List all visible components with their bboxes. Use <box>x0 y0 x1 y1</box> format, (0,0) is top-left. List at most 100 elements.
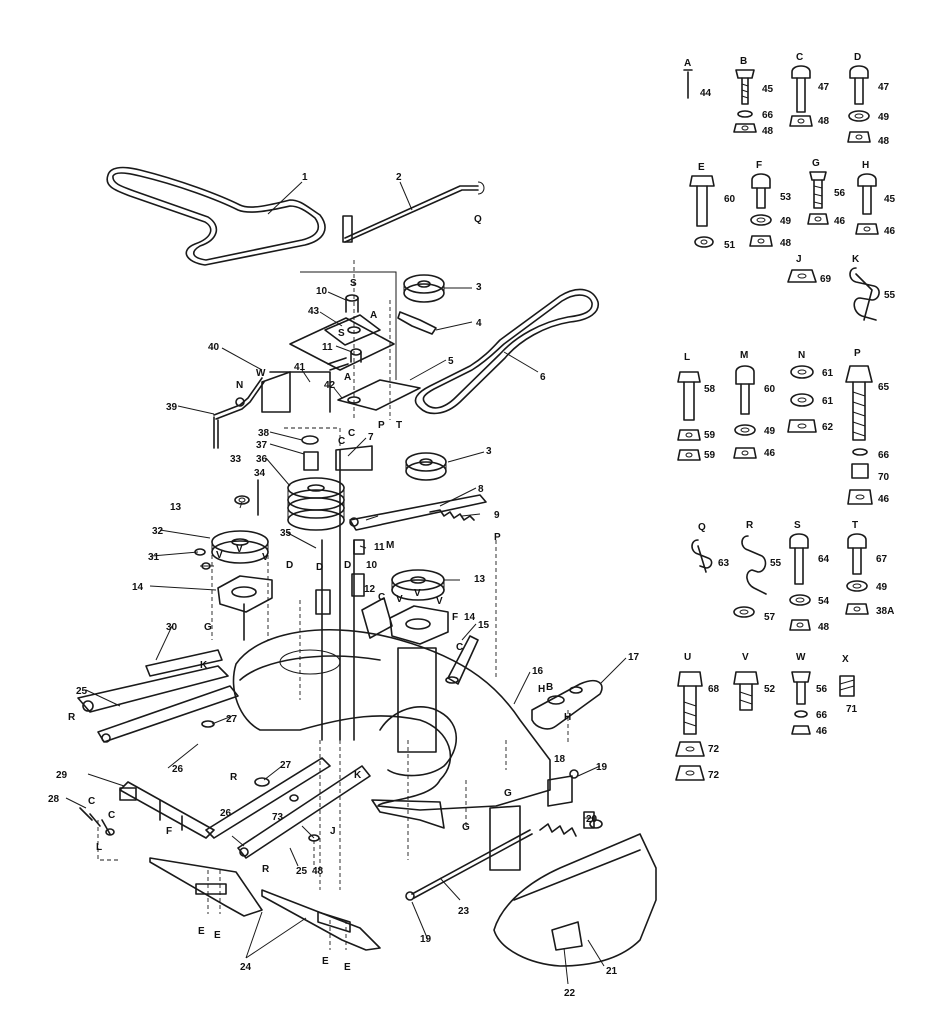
ref-letter-c-2: C <box>348 428 355 439</box>
legend-K-part-55: 55 <box>884 290 896 301</box>
deck-belt-part-6 <box>414 288 599 415</box>
legend-P-part-46: 46 <box>878 494 890 505</box>
spindle-housing-part-14-left <box>217 575 273 641</box>
callout-3-lower: 3 <box>486 446 492 457</box>
double-pulley-part-36 <box>287 477 345 531</box>
ref-letter-l: L <box>96 842 102 853</box>
callout-19-lower: 19 <box>420 934 432 945</box>
legend-N-part-61-a: 61 <box>822 368 834 379</box>
ref-letter-r-2: R <box>230 772 238 783</box>
ref-letter-r-1: R <box>68 712 76 723</box>
legend-D-letter: D <box>854 52 861 63</box>
callout-36: 36 <box>256 454 268 465</box>
ref-letter-p-upper: P <box>378 420 385 431</box>
legend-V-part-52: 52 <box>764 684 776 695</box>
bracket-parts-12-15 <box>361 597 479 685</box>
legend-Q-part-63: 63 <box>718 558 730 569</box>
legend-M-part-49: 49 <box>764 426 776 437</box>
legend-C-letter: C <box>796 52 803 63</box>
ref-letter-v-5: V <box>414 588 421 599</box>
ref-letter-a-lower: A <box>344 372 351 383</box>
ref-letter-c-5: C <box>88 796 95 807</box>
legend-L-letter: L <box>684 352 690 363</box>
legend-A-letter: A <box>684 58 691 69</box>
legend-R-part-57: 57 <box>764 612 776 623</box>
ref-letter-v-4: V <box>396 594 403 605</box>
belt-cover-part-17 <box>531 679 603 730</box>
callout-41: 41 <box>294 362 306 373</box>
legend-L-part-58: 58 <box>704 384 716 395</box>
legend-U-part-72-b: 72 <box>708 770 720 781</box>
hardware-reference-letters: Q S A N W P T C C D D D V V V V V V G K … <box>68 214 571 973</box>
ref-letter-m: M <box>386 540 394 551</box>
ref-letter-c-3: C <box>378 592 385 603</box>
ref-letter-h-2: H <box>564 712 571 723</box>
callout-5: 5 <box>448 356 454 367</box>
legend-E-letter: E <box>698 162 705 173</box>
callout-26-lower: 26 <box>220 808 232 819</box>
legend-D-part-49: 49 <box>878 112 890 123</box>
lever-parts-39-40-41 <box>213 377 265 449</box>
callout-8: 8 <box>478 484 484 495</box>
legend-X-letter: X <box>842 654 849 665</box>
legend-L-part-59-a: 59 <box>704 430 716 441</box>
legend-S-part-54: 54 <box>818 596 830 607</box>
legend-E-part-51: 51 <box>724 240 736 251</box>
ref-letter-k-left: K <box>200 660 208 671</box>
legend-W-letter: W <box>796 652 806 663</box>
ref-letter-d-2: D <box>316 562 323 573</box>
legend-E-part-60: 60 <box>724 194 736 205</box>
hinge-rod-part-23 <box>405 829 533 901</box>
callout-19-upper: 19 <box>596 762 608 773</box>
legend-Q-letter: Q <box>698 522 706 533</box>
legend-J-letter: J <box>796 254 802 265</box>
mower-deck-shell-part-16 <box>232 628 551 871</box>
callout-23: 23 <box>458 906 470 917</box>
legend-B-letter: B <box>740 56 747 67</box>
callout-21: 21 <box>606 966 618 977</box>
legend-V-letter: V <box>742 652 749 663</box>
callout-27-lower: 27 <box>280 760 292 771</box>
callout-40: 40 <box>208 342 220 353</box>
callout-7: 7 <box>368 432 374 443</box>
ref-letter-c-4: C <box>456 642 463 653</box>
chute-hinge-hardware <box>539 769 603 837</box>
legend-W-part-66: 66 <box>816 710 828 721</box>
ref-letter-e-4: E <box>344 962 351 973</box>
ref-letter-e-3: E <box>322 956 329 967</box>
ref-letter-c-1: C <box>338 436 345 447</box>
callout-3-upper: 3 <box>476 282 482 293</box>
ref-letter-f-upper: F <box>452 612 458 623</box>
legend-C-part-48: 48 <box>818 116 830 127</box>
callout-11-upper: 11 <box>322 342 333 353</box>
callout-30: 30 <box>166 622 178 633</box>
idler-pulley-part-3-lower <box>405 452 447 481</box>
legend-R-part-55: 55 <box>770 558 782 569</box>
legend-T-part-49: 49 <box>876 582 888 593</box>
callout-31: 31 <box>148 552 160 563</box>
callout-34: 34 <box>254 468 266 479</box>
assembly-guide-lines <box>207 710 569 950</box>
ref-letter-g-upper: G <box>204 622 212 633</box>
legend-H-part-45: 45 <box>884 194 896 205</box>
callout-27-left: 27 <box>226 714 238 725</box>
legend-F-part-49: 49 <box>780 216 792 227</box>
legend-B-part-66: 66 <box>762 110 774 121</box>
legend-B-part-45: 45 <box>762 84 774 95</box>
part-number-callouts: 1 2 3 3 4 5 6 7 8 9 10 10 11 11 12 13 13… <box>48 172 640 999</box>
callout-13-left: 13 <box>170 502 182 513</box>
legend-G-part-46: 46 <box>834 216 846 227</box>
ref-letter-t: T <box>396 420 402 431</box>
ref-letter-k-low: K <box>354 770 362 781</box>
idler-plate-assembly <box>261 271 421 413</box>
ref-letter-g-mid: G <box>504 788 512 799</box>
callout-24: 24 <box>240 962 252 973</box>
ref-letter-s: S <box>350 278 357 289</box>
drive-belt-part-1 <box>106 166 326 266</box>
callout-25-left: 25 <box>76 686 88 697</box>
legend-T-letter: T <box>852 520 858 531</box>
ref-letter-p-lower: P <box>494 532 501 543</box>
legend-P-letter: P <box>854 348 861 359</box>
